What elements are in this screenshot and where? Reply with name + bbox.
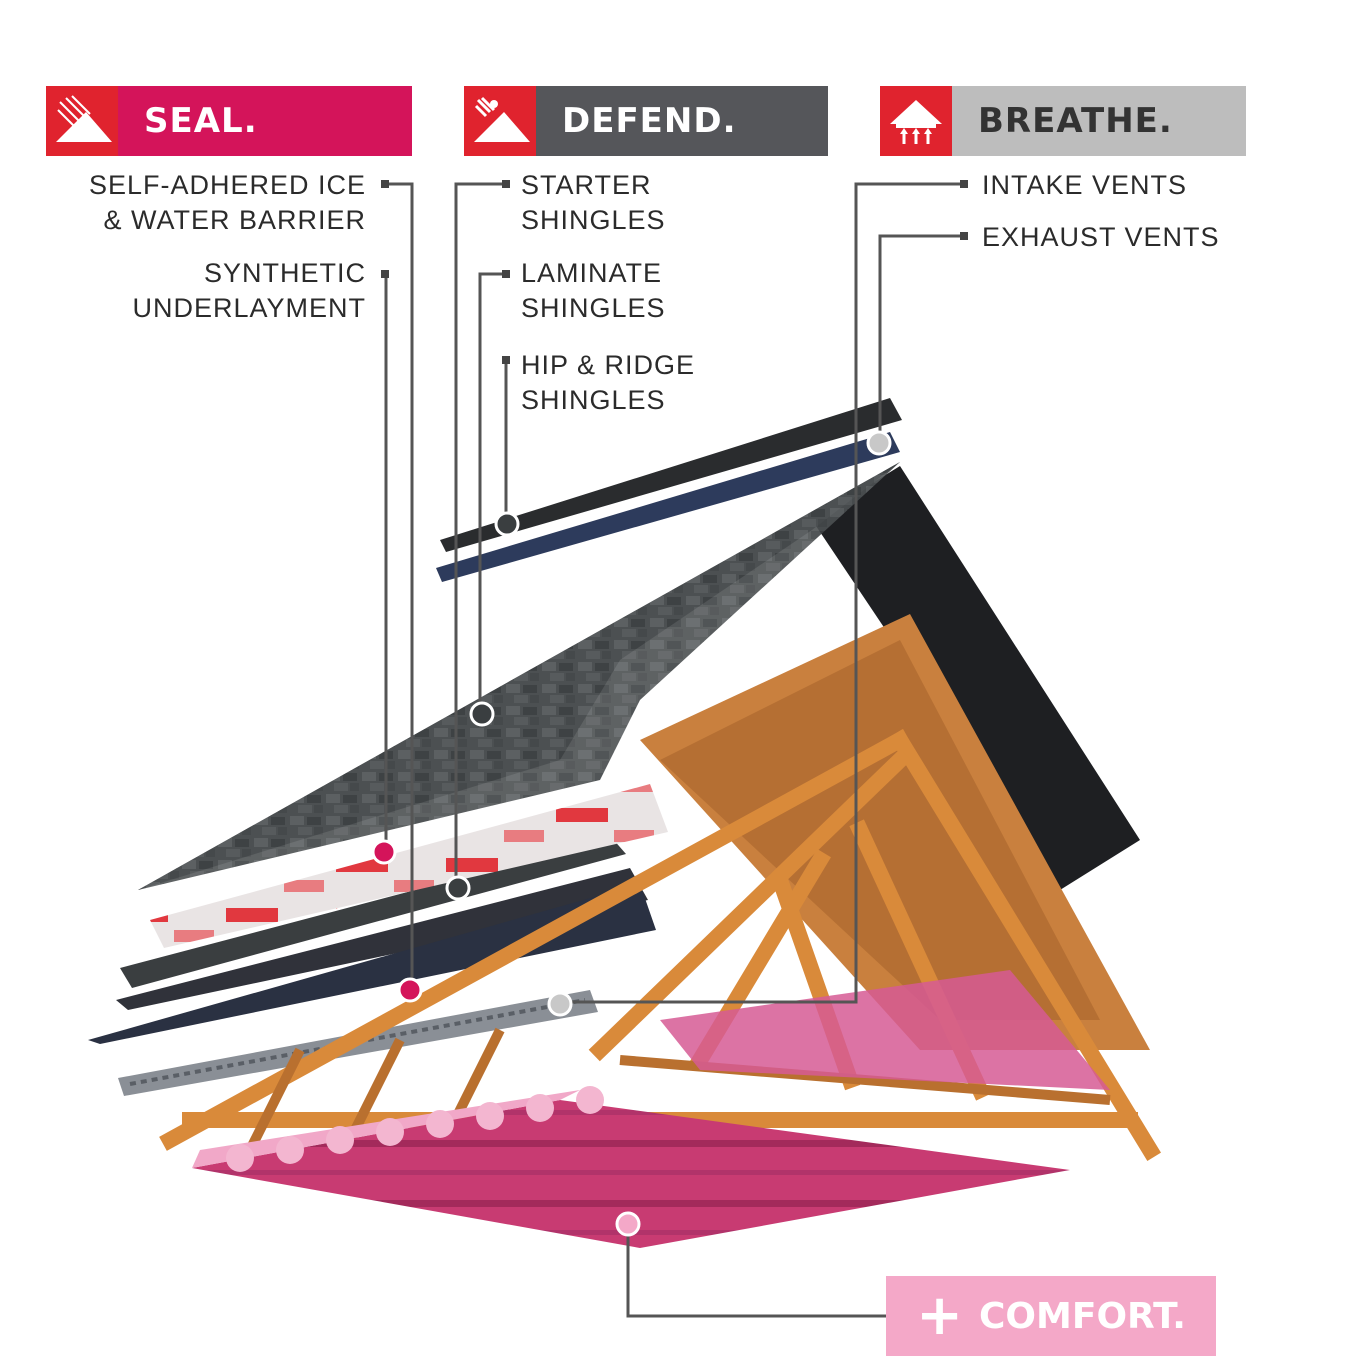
laminate-line1: LAMINATE: [521, 258, 663, 288]
synthetic-underlayment-label: SYNTHETIC UNDERLAYMENT: [132, 256, 366, 326]
exhaust-vents-label: EXHAUST VENTS: [982, 222, 1220, 252]
comfort-badge: + COMFORT.: [886, 1276, 1216, 1356]
starter-line2: SHINGLES: [521, 205, 666, 235]
exhaust-vents-dot: [866, 430, 892, 456]
ridge-cap-shingles: [440, 398, 902, 552]
laminate-line2: SHINGLES: [521, 293, 666, 323]
starter-shingles-label: STARTER SHINGLES: [521, 168, 666, 238]
ice-water-barrier-sheet: [116, 868, 648, 1010]
hip-ridge-shingles-label: HIP & RIDGE SHINGLES: [521, 348, 695, 418]
starter-shingle-strip: [120, 838, 626, 988]
breathe-label: BREATHE.: [952, 86, 1246, 156]
comfort-dot: [615, 1211, 641, 1237]
laminate-shingles-dot: [469, 701, 495, 727]
attic-insulation: [660, 970, 1110, 1090]
seal-header: SEAL.: [46, 86, 412, 156]
starter-line1: STARTER: [521, 170, 652, 200]
plus-icon: +: [916, 1283, 963, 1348]
synthetic-underlayment-dot: [371, 839, 397, 865]
synthetic-line2: UNDERLAYMENT: [132, 293, 366, 323]
intake-vents-dot: [547, 991, 573, 1017]
laminate-shingles-label: LAMINATE SHINGLES: [521, 256, 666, 326]
hip-ridge-dot: [494, 511, 520, 537]
hip-line1: HIP & RIDGE: [521, 350, 696, 380]
ice-water-barrier-sheet-2: [88, 884, 656, 1044]
comfort-insulation-batt: [192, 1100, 1070, 1248]
defend-label: DEFEND.: [536, 86, 828, 156]
roof-seal-icon: [46, 86, 118, 156]
ice-water-line2: & WATER BARRIER: [103, 205, 366, 235]
intake-vents-label: INTAKE VENTS: [982, 170, 1188, 200]
comfort-label: COMFORT.: [979, 1295, 1186, 1337]
roof-deck-right: [812, 466, 1140, 890]
breathe-header: BREATHE.: [880, 86, 1246, 156]
ice-water-dot: [397, 977, 423, 1003]
hip-line2: SHINGLES: [521, 385, 666, 415]
defend-header: DEFEND.: [464, 86, 828, 156]
seal-label: SEAL.: [118, 86, 412, 156]
roof-defend-icon: [464, 86, 536, 156]
synthetic-line1: SYNTHETIC: [203, 258, 366, 288]
ridge-vent: [436, 432, 900, 582]
ice-water-barrier-label: SELF-ADHERED ICE & WATER BARRIER: [89, 168, 366, 238]
ice-water-line1: SELF-ADHERED ICE: [88, 170, 366, 200]
synthetic-underlayment-sheet: [150, 784, 668, 948]
starter-shingles-dot: [445, 875, 471, 901]
roof-breathe-icon: [880, 86, 952, 156]
